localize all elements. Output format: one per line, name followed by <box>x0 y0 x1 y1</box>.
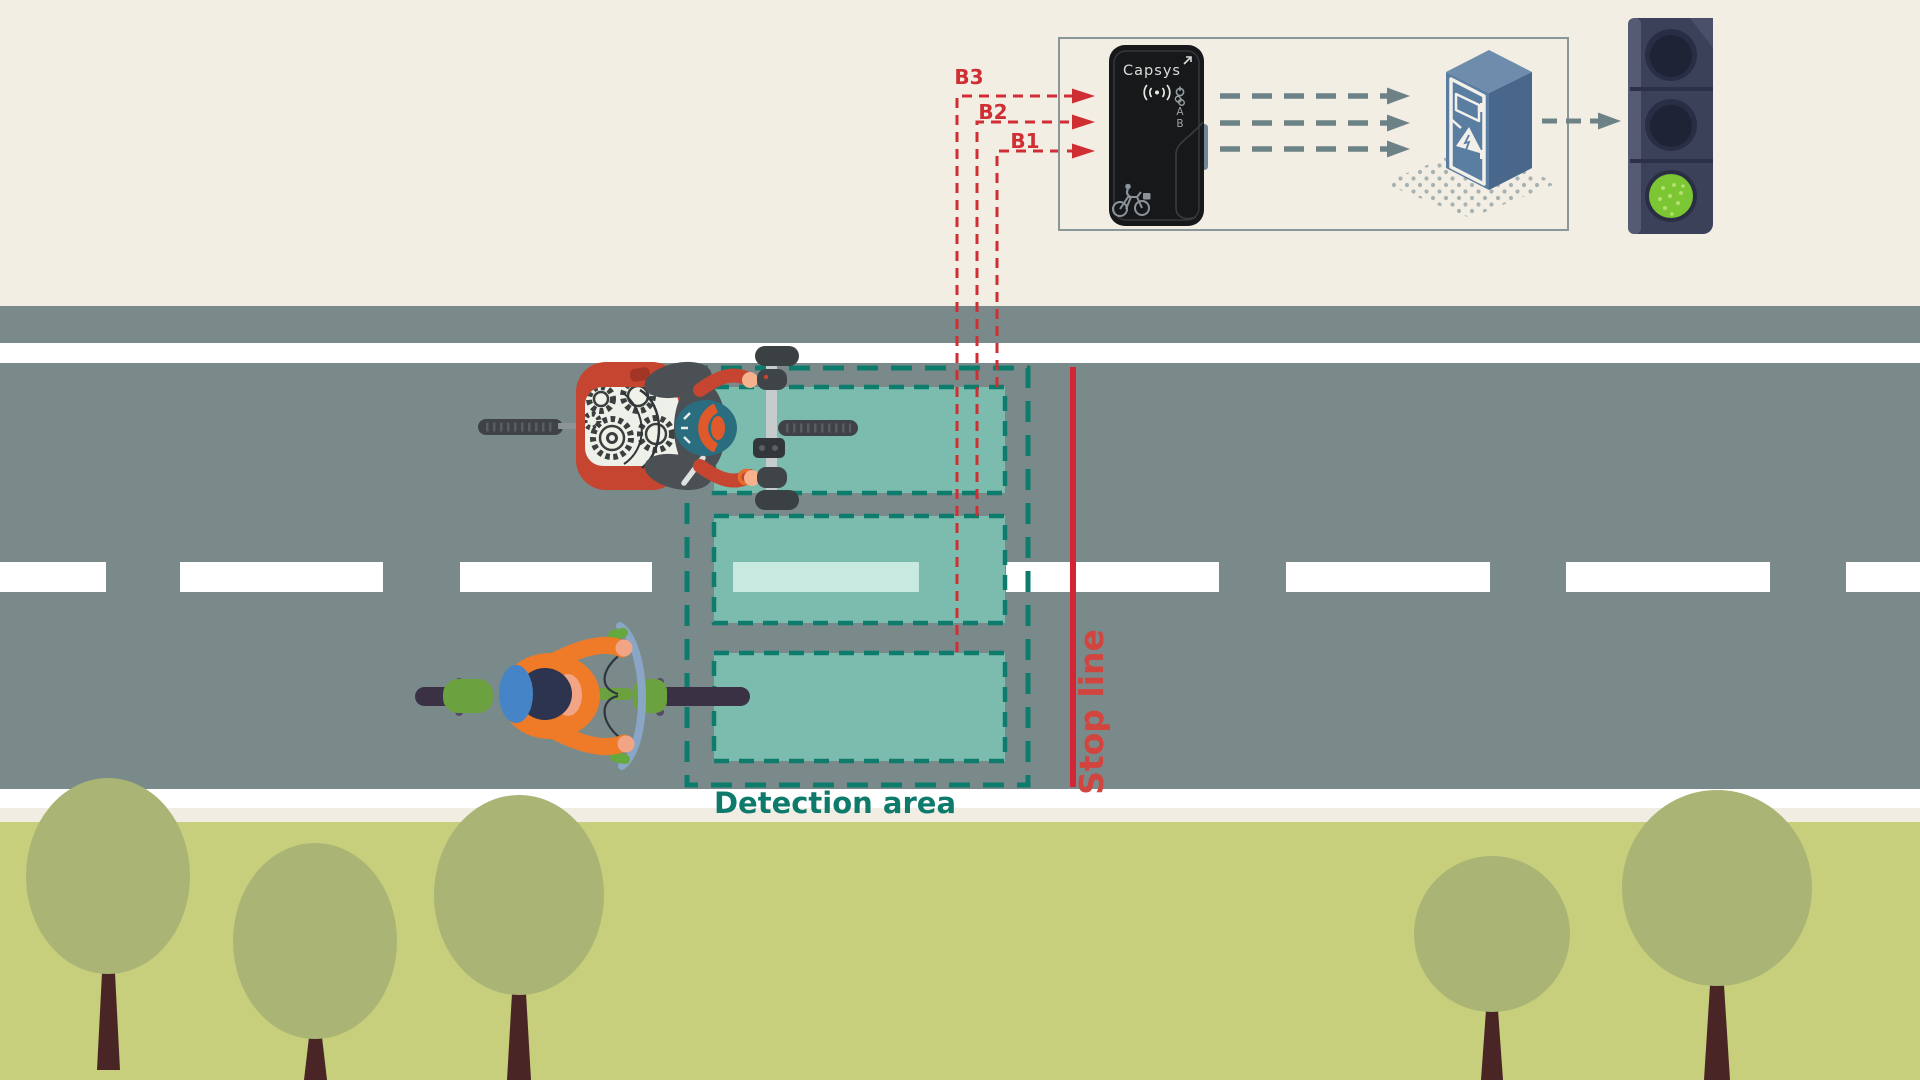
cabinet-window <box>1454 92 1481 123</box>
wireless-icon <box>1143 84 1171 101</box>
system-diagram-panel: Capsys A B <box>1058 37 1621 231</box>
handlebar <box>616 622 646 770</box>
loop-line-b3 <box>955 94 1072 652</box>
tree <box>1414 856 1570 1080</box>
arrow-right-icon <box>1387 87 1410 105</box>
lightning-bolt-icon <box>1463 134 1471 151</box>
beanie <box>499 665 533 723</box>
helmet <box>675 400 737 456</box>
loop-guides <box>955 94 1073 652</box>
tree <box>434 795 604 1080</box>
sidewalk-strip <box>0 808 1920 822</box>
capsys-detector-device: Capsys A B <box>1109 45 1208 226</box>
arrow-right-icon <box>1387 140 1410 158</box>
tree <box>233 843 397 1080</box>
loop-label-b1: B1 <box>1010 129 1039 153</box>
signal-arrows <box>1220 93 1388 152</box>
front-wheel <box>647 687 750 706</box>
cabinet-door <box>1449 77 1486 186</box>
arrow-right-icon <box>1387 114 1410 132</box>
loop-guide-arrowheads <box>1072 88 1095 159</box>
detection-area-label: Detection area <box>714 786 956 820</box>
bicycle-icon <box>1112 183 1151 217</box>
device-seam <box>1175 121 1204 220</box>
arrow-right-icon <box>1072 143 1095 159</box>
lane-center-dashes <box>0 562 1920 592</box>
glove <box>757 467 787 488</box>
warning-triangle-icon <box>1456 127 1483 154</box>
arrow-up-right-icon <box>1183 56 1192 65</box>
arrow-right-icon <box>1072 88 1095 104</box>
link-icon <box>1174 95 1185 106</box>
arrow-right-icon <box>1072 114 1095 130</box>
red-light-off <box>1645 29 1697 81</box>
tree <box>26 778 190 1070</box>
road-edge-line-top <box>0 343 1920 363</box>
signal-arrowheads <box>1387 87 1410 158</box>
port-b-label: B <box>1176 118 1183 130</box>
glove <box>757 369 787 390</box>
traffic-light <box>1628 18 1713 234</box>
arrow-right-icon <box>1598 112 1621 130</box>
panel-border <box>1058 37 1569 231</box>
green-light-on <box>1645 170 1697 222</box>
trees <box>26 778 1812 1080</box>
stop-line <box>1070 367 1076 787</box>
loop-label-b3: B3 <box>954 65 983 89</box>
tree <box>1622 790 1812 1080</box>
device-brand: Capsys <box>1123 63 1181 79</box>
loop-label-b2: B2 <box>978 100 1007 124</box>
cyclist-city-bike <box>415 622 750 770</box>
road-edge-line-bottom <box>0 789 1920 808</box>
lane-dash-under-zone <box>733 562 919 592</box>
loop-line-b2 <box>975 120 1072 516</box>
port-a-label: A <box>1176 106 1184 118</box>
cyclist-cargo-bike <box>478 346 858 510</box>
gear-icons <box>585 387 675 460</box>
traffic-controller-cabinet <box>1446 50 1532 190</box>
stop-line-label: Stop line <box>1072 629 1111 795</box>
amber-light-off <box>1645 99 1697 151</box>
power-icon <box>1175 86 1185 97</box>
detection-outer-border <box>684 365 1031 788</box>
detection-zone-b3 <box>714 653 1005 761</box>
